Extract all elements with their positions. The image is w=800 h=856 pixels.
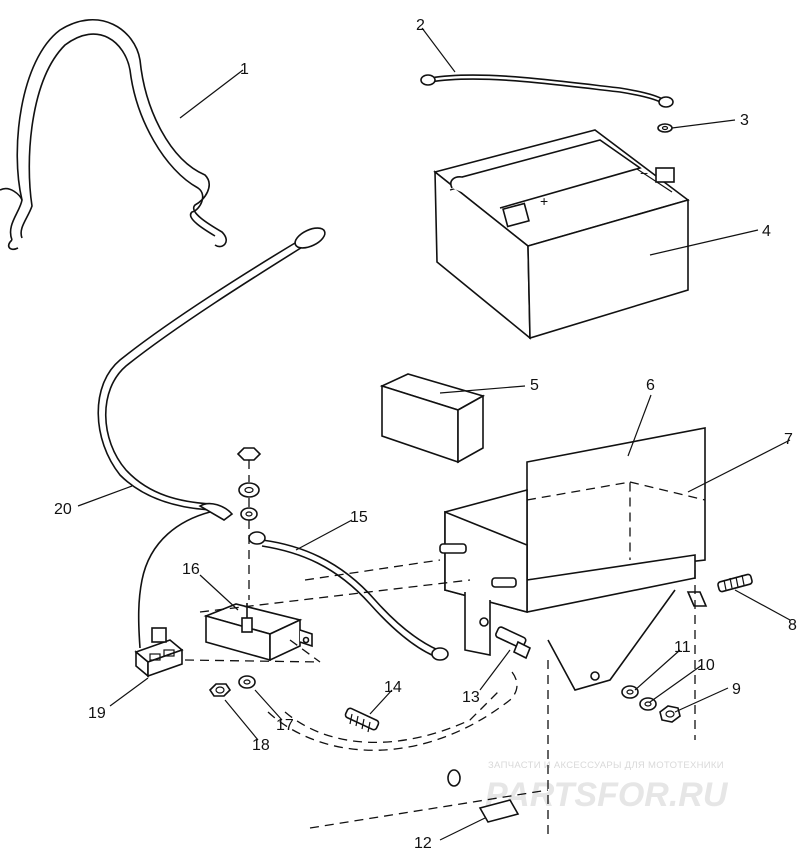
callout-labels: 1 2 3 4 5 6 7 8 9 10 11 12 13 14 15 16 1… (54, 17, 797, 852)
callout-15: 15 (350, 509, 368, 526)
callout-12: 12 (414, 835, 432, 851)
callout-17: 17 (276, 717, 294, 734)
battery-plus-sign: + (540, 193, 548, 209)
part-6-7-battery-box (439, 427, 708, 691)
callout-2: 2 (416, 17, 425, 34)
part-15-battery-cable (248, 531, 449, 661)
callout-11: 11 (674, 639, 691, 656)
callout-9: 9 (732, 681, 741, 698)
callout-18: 18 (252, 737, 270, 754)
callout-7: 7 (784, 431, 793, 448)
callout-8: 8 (788, 617, 797, 634)
part-4-battery: + − (433, 129, 690, 340)
part-3-washer (657, 123, 673, 133)
callout-14: 14 (384, 679, 402, 696)
assembly-lines (184, 559, 696, 835)
part-2-battery-cable (420, 74, 674, 108)
callout-1: 1 (240, 61, 249, 78)
leader-lines (77, 27, 791, 841)
callout-10: 10 (697, 657, 715, 674)
part-16-relay (203, 603, 313, 662)
callout-20: 20 (54, 501, 72, 518)
part-17-washer (238, 675, 256, 689)
watermark: ЗАПЧАСТИ И АКСЕССУАРЫ ДЛЯ МОТОТЕХНИКИ PA… (485, 760, 729, 814)
watermark-tagline: ЗАПЧАСТИ И АКСЕССУАРЫ ДЛЯ МОТОТЕХНИКИ (488, 760, 724, 771)
battery-minus-sign: − (640, 165, 648, 181)
part-11-washer (621, 685, 639, 699)
callout-3: 3 (740, 112, 749, 129)
part-1-strap (0, 18, 227, 251)
callout-5: 5 (530, 377, 539, 394)
part-20-cable (97, 227, 326, 649)
part-12-clip (447, 769, 520, 823)
callout-13: 13 (462, 689, 480, 706)
part-13-bolt (495, 626, 532, 660)
part-14-bolt (344, 707, 380, 733)
watermark-brand: PARTSFOR.RU (485, 776, 729, 814)
part-9-nut (659, 705, 681, 723)
callout-4: 4 (762, 223, 771, 240)
callout-16: 16 (182, 561, 200, 578)
part-19-breaker (134, 627, 184, 678)
part-8-bolt (717, 573, 753, 593)
callout-19: 19 (88, 705, 106, 722)
callout-6: 6 (646, 377, 655, 394)
terminal-hardware-stack (236, 447, 262, 600)
part-18-nut (208, 683, 232, 697)
part-5-foam-block (379, 373, 486, 464)
